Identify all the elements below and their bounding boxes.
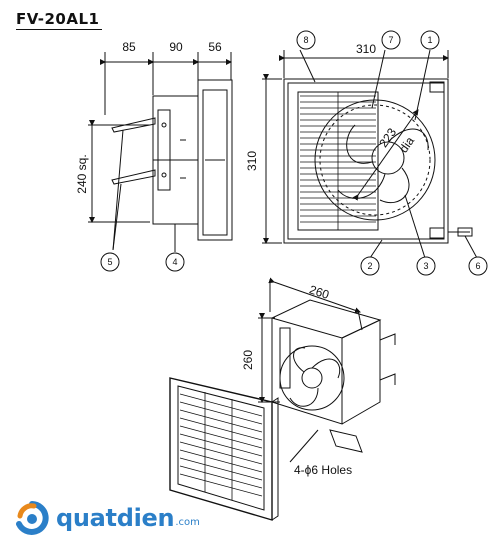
callout-1: 1 (427, 35, 432, 45)
side-view (88, 52, 233, 252)
callout-8: 8 (303, 35, 308, 45)
callout-2: 2 (367, 261, 372, 271)
callout-5: 5 (107, 257, 112, 267)
dim-depth-90: 90 (169, 40, 183, 54)
front-view (262, 49, 478, 259)
dim-depth-85: 85 (122, 40, 136, 54)
brand-logo[interactable]: quatdien .com (14, 495, 200, 541)
swirl-logo-icon (16, 501, 49, 535)
dim-iso-height: 260 (241, 350, 255, 370)
callout-3: 3 (423, 261, 428, 271)
callout-numbers: 8 7 1 5 4 2 3 6 (107, 35, 480, 271)
brand-name: quatdien (56, 504, 175, 532)
model-title: FV-20AL1 (16, 10, 100, 28)
iso-grille-slats (179, 392, 263, 500)
dim-front-width: 310 (356, 42, 376, 56)
callout-4: 4 (172, 257, 177, 267)
holes-label: 4-ϕ6 Holes (294, 463, 352, 477)
dim-diameter-unit: dia (396, 134, 417, 155)
dim-iso-width: 260 (308, 282, 332, 302)
callout-6: 6 (475, 261, 480, 271)
model-title-underline (16, 29, 102, 30)
isometric-view (169, 277, 396, 521)
dim-front-height: 310 (245, 151, 259, 171)
callout-7: 7 (388, 35, 393, 45)
dim-diameter: 223 (376, 125, 399, 150)
dim-depth-56: 56 (208, 40, 222, 54)
dim-240-sq: 240 sq. (75, 154, 89, 193)
callout-circles (100, 30, 488, 276)
brand-suffix: .com (175, 516, 200, 528)
